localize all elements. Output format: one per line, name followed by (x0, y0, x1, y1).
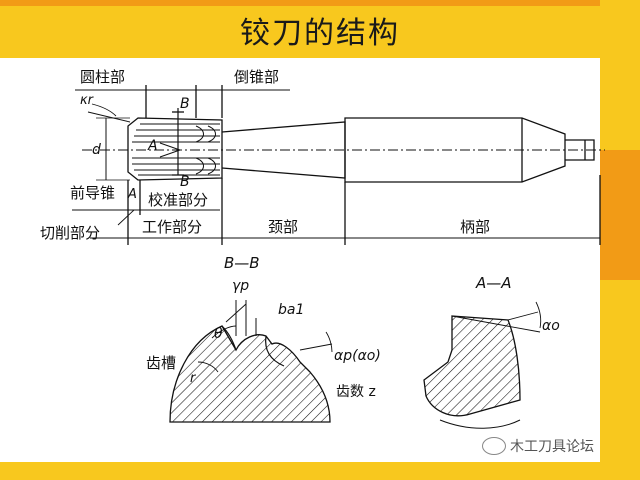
label-section-b-bottom: B (180, 174, 190, 190)
label-working-part: 工作部分 (142, 218, 202, 236)
label-section-a: A (147, 138, 158, 154)
watermark-text: 木工刀具论坛 (510, 439, 594, 455)
section-bb-view (169, 300, 333, 423)
label-section-a2: A (127, 187, 137, 202)
label-teeth-count: 齿数 z (336, 384, 376, 400)
watermark: 木工刀具论坛 (482, 436, 594, 456)
section-aa-view (423, 301, 542, 429)
label-kr: κr (80, 93, 95, 108)
working-part-outline (127, 117, 223, 181)
wechat-icon (482, 437, 506, 455)
label-theta: θ (214, 326, 223, 342)
label-flute: 齿槽 (146, 354, 176, 372)
frame-top-band (0, 0, 640, 58)
reamer-side-view (72, 85, 605, 245)
label-alpha-o: αo (542, 318, 560, 334)
label-r: r (190, 371, 197, 386)
label-d: d (92, 142, 101, 158)
label-calibrating-part: 校准部分 (148, 191, 208, 209)
label-cutting-part: 切削部分 (40, 224, 100, 242)
label-gamma-p: γp (232, 278, 249, 294)
label-section-aa: A—A (475, 274, 512, 292)
label-alpha-p: αp(αo) (334, 348, 381, 364)
flute-lines (132, 123, 220, 176)
label-b-a1: ba1 (278, 302, 304, 318)
page-title: 铰刀的结构 (240, 16, 400, 51)
frame-bottom-band (0, 462, 640, 480)
label-neck: 颈部 (268, 218, 298, 236)
label-section-b-top: B (180, 96, 190, 112)
frame-right-band (600, 0, 640, 480)
label-front-taper: 前导锥 (70, 184, 115, 202)
label-shank: 柄部 (460, 218, 490, 236)
section-bb-body (169, 325, 331, 423)
label-cylinder-part: 圆柱部 (80, 68, 125, 86)
tang-outline (565, 139, 595, 161)
label-section-bb: B—B (224, 254, 260, 272)
label-back-taper: 倒锥部 (234, 68, 279, 86)
section-aa-body (423, 315, 521, 417)
